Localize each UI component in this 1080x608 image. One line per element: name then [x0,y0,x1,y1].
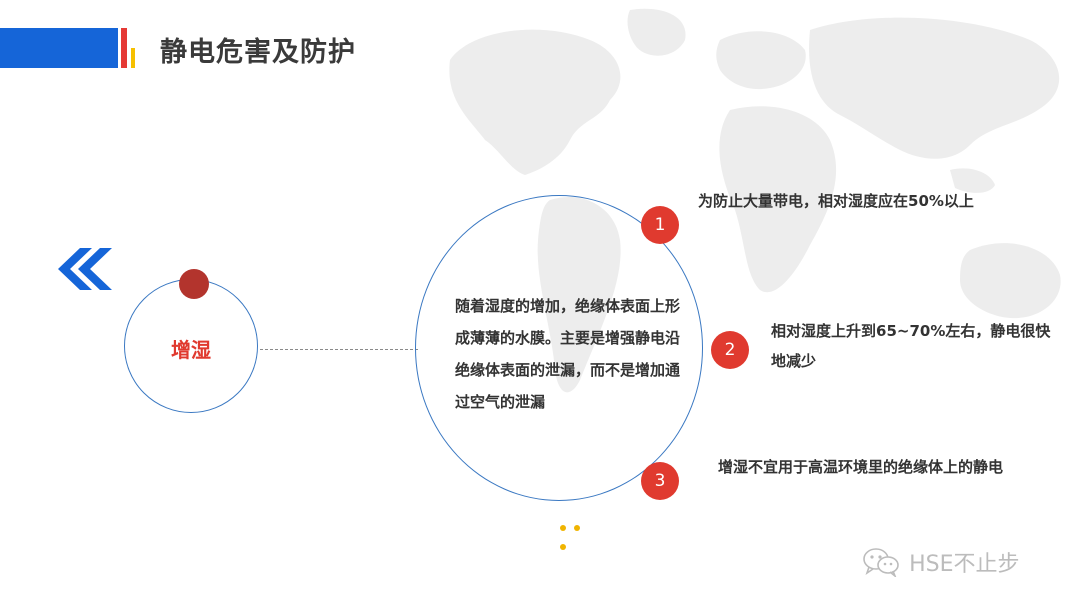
brand-watermark: HSE不止步 [862,546,1020,577]
header-red-stripe [121,28,127,68]
point-3-text: 增湿不宜用于高温环境里的绝缘体上的静电 [718,458,1004,476]
ellipsis-dot [574,525,580,531]
point-3-badge: 3 [641,462,679,500]
page-title: 静电危害及防护 [160,37,356,68]
connector-dashed-line [260,349,418,350]
topic-dot [179,269,209,299]
point-2-badge: 2 [711,331,749,369]
world-map-background [449,8,1061,393]
point-1-text: 为防止大量带电，相对湿度应在50%以上 [698,192,974,210]
main-circle [415,195,703,501]
main-description: 随着湿度的增加，绝缘体表面上形成薄薄的水膜。主要是增强静电沿绝缘体表面的泄漏，而… [455,297,681,411]
double-chevron-left-icon[interactable] [58,248,112,290]
point-1-badge: 1 [641,206,679,244]
wechat-icon [863,548,899,577]
header-yellow-stripe [131,48,135,68]
ellipsis-dots [560,516,600,550]
ellipsis-dot [560,544,566,550]
point-2-text: 相对湿度上升到65~70%左右，静电很快地减少 [771,322,1051,370]
ellipsis-dot [560,525,566,531]
topic-label: 增湿 [171,338,211,362]
header-blue-bar [0,28,118,68]
brand-text: HSE不止步 [909,552,1020,577]
